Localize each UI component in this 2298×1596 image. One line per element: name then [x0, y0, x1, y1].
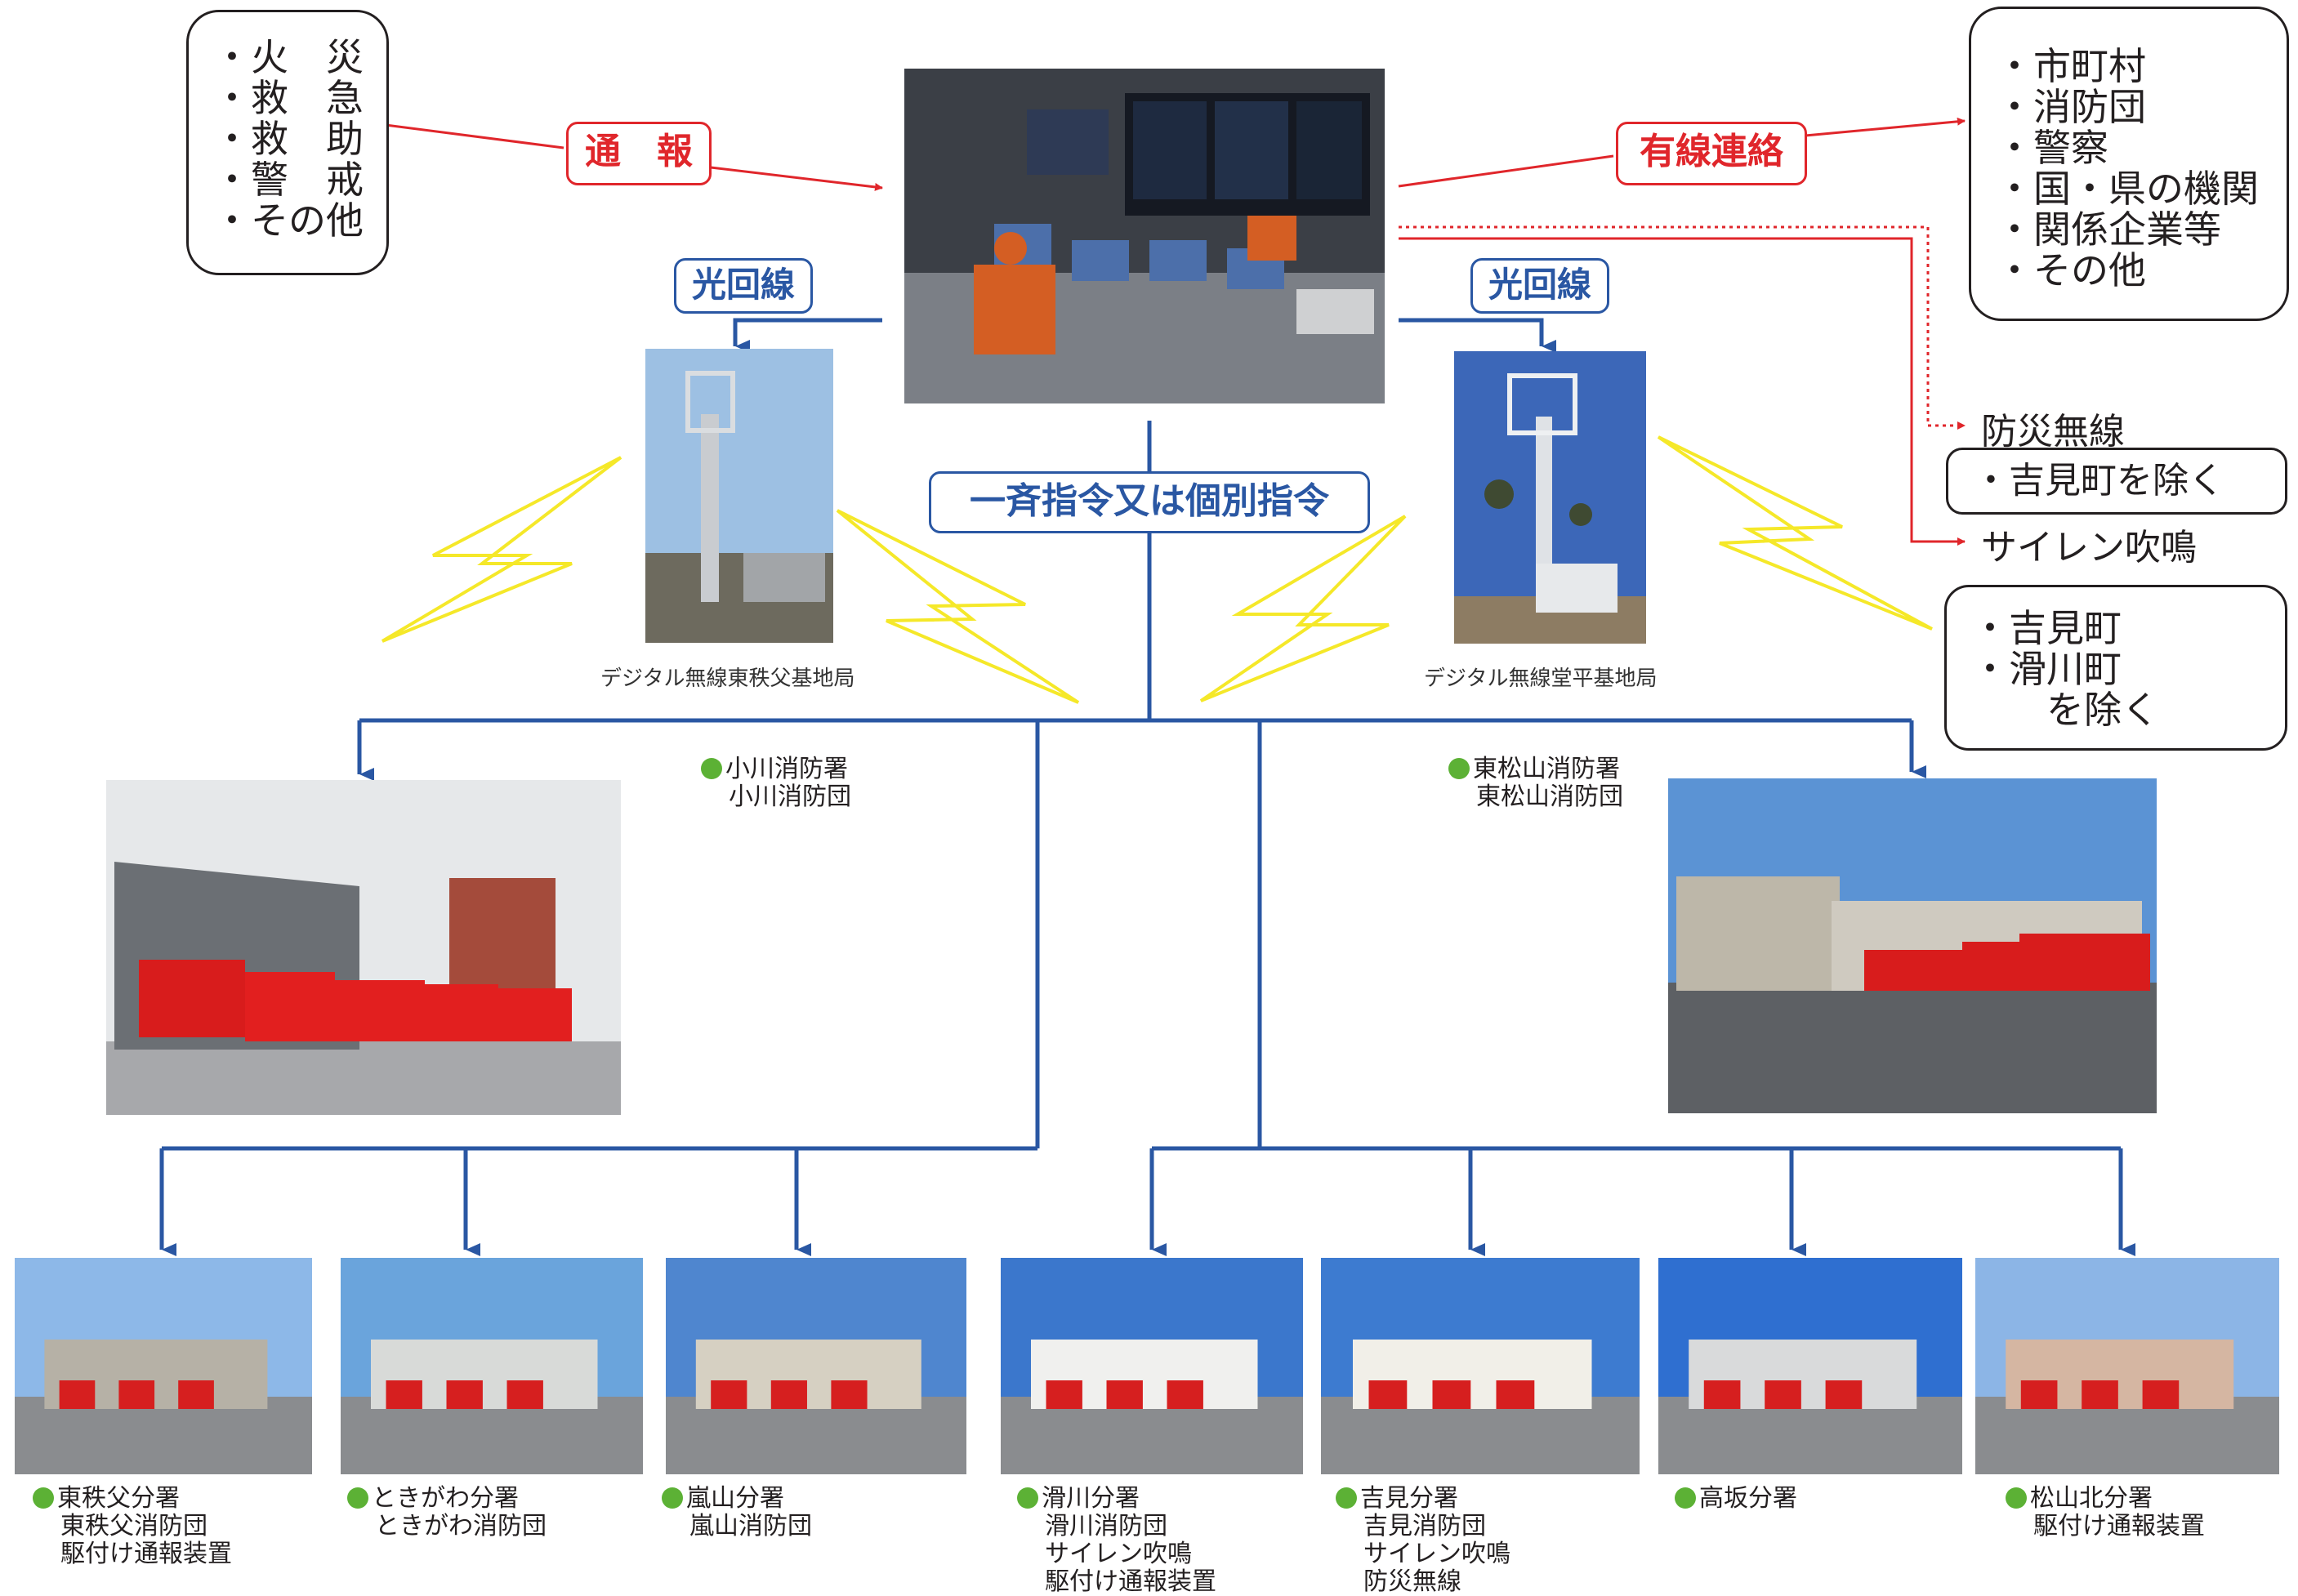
station-name: 東松山消防署	[1473, 755, 1620, 783]
base-station-left-label: デジタル無線東秩父基地局	[600, 666, 855, 691]
fire-station-photo	[15, 1258, 312, 1474]
green-dot-icon	[1675, 1487, 1696, 1509]
lightning-bolt-icon	[1657, 435, 1933, 631]
wired-targets-box: ・市町村 ・消防団 ・警察 ・国・県の機関 ・関係企業等 ・その他	[1969, 7, 2289, 321]
green-dot-icon	[1017, 1487, 1038, 1509]
lightning-bolt-icon	[836, 509, 1080, 704]
fire-station-photo	[1668, 778, 2157, 1113]
wired-arrow	[1398, 117, 1966, 188]
branch-label: 嵐山分署嵐山消防団	[662, 1485, 812, 1540]
branch-detail: 吉見消防団	[1363, 1512, 1486, 1540]
fiber-left-tag: 光回線	[674, 258, 813, 314]
fire-station-photo	[1001, 1258, 1303, 1474]
bousai-note-box: ・吉見町を除く	[1946, 448, 2287, 515]
branch-detail: 防災無線	[1363, 1567, 1461, 1596]
branch-name: 東秩父分署	[57, 1484, 180, 1513]
branch-name: ときがわ分署	[372, 1484, 519, 1513]
green-dot-icon	[347, 1487, 368, 1509]
station-subname: 東松山消防団	[1476, 782, 1623, 811]
wired-target-item: ・警察	[1996, 126, 2108, 170]
green-dot-icon	[662, 1487, 683, 1509]
wired-target-item: ・その他	[1996, 248, 2146, 292]
wired-target-item: ・市町村	[1996, 44, 2146, 88]
branch-detail: 駆付け通報装置	[2033, 1512, 2205, 1540]
branch-label: 滑川分署滑川消防団サイレン吹鳴駆付け通報装置	[1017, 1485, 1216, 1596]
green-dot-icon	[1336, 1487, 1357, 1509]
command-trunk	[159, 421, 2135, 1256]
bousai-note: ・吉見町を除く	[1973, 460, 2224, 502]
branch-detail: 滑川消防団	[1045, 1512, 1167, 1540]
branch-detail: サイレン吹鳴	[1045, 1540, 1192, 1568]
branch-detail: ときがわ消防団	[375, 1512, 547, 1540]
branch-detail: 嵐山消防団	[689, 1512, 812, 1540]
incident-item: ・火 災	[213, 35, 364, 79]
fire-station-photo	[1975, 1258, 2279, 1474]
fiber-right-line	[1399, 318, 1556, 353]
siren-arrow	[1399, 237, 1966, 546]
station-name: 小川消防署	[725, 755, 848, 783]
green-dot-icon	[701, 758, 722, 779]
branch-name: 滑川分署	[1042, 1484, 1140, 1513]
wired-target-item: ・国・県の機関	[1996, 167, 2259, 211]
branch-detail: サイレン吹鳴	[1363, 1540, 1510, 1568]
station-ogawa-label: 小川消防署 小川消防団	[701, 756, 851, 811]
control-room-photo	[904, 69, 1385, 403]
radio-tower-photo	[1454, 351, 1646, 644]
command-tag: 一斉指令又は個別指令	[929, 471, 1370, 533]
green-dot-icon	[2006, 1487, 2027, 1509]
incident-item: ・救 助	[213, 117, 364, 161]
fiber-right-tag: 光回線	[1470, 258, 1609, 314]
bousai-arrow	[1399, 225, 1966, 430]
lightning-bolt-icon	[1199, 515, 1407, 702]
fire-station-photo	[106, 780, 621, 1115]
branch-detail: 東秩父消防団	[60, 1512, 207, 1540]
wired-target-item: ・関係企業等	[1996, 207, 2221, 252]
green-dot-icon	[1448, 758, 1470, 779]
fire-station-photo	[1658, 1258, 1962, 1474]
report-tag: 通 報	[566, 122, 712, 185]
green-dot-icon	[33, 1487, 54, 1509]
branch-label: 東秩父分署東秩父消防団駆付け通報装置	[33, 1485, 232, 1568]
branch-label: 松山北分署駆付け通報装置	[2006, 1485, 2205, 1540]
station-subname: 小川消防団	[729, 782, 851, 811]
wired-target-item: ・消防団	[1996, 85, 2146, 129]
station-higashimatsuyama-label: 東松山消防署 東松山消防団	[1448, 756, 1623, 811]
incident-list-box: ・火 災 ・救 急 ・救 助 ・警 戒 ・その他	[186, 10, 389, 275]
branch-detail: 駆付け通報装置	[1045, 1567, 1216, 1596]
report-arrow	[385, 123, 883, 191]
base-station-right-label: デジタル無線堂平基地局	[1424, 666, 1658, 691]
fiber-left-line	[733, 318, 882, 353]
fire-station-photo	[341, 1258, 643, 1474]
branch-name: 高坂分署	[1699, 1484, 1797, 1513]
siren-title: サイレン吹鳴	[1981, 527, 2197, 568]
incident-item: ・救 急	[213, 76, 364, 120]
bousai-title: 防災無線	[1981, 411, 2125, 452]
branch-name: 松山北分署	[2030, 1484, 2153, 1513]
branch-label: 高坂分署	[1675, 1485, 1797, 1513]
radio-tower-photo	[645, 349, 833, 643]
fire-station-photo	[1321, 1258, 1640, 1474]
lightning-bolt-icon	[381, 456, 622, 643]
incident-item: ・警 戒	[213, 158, 364, 202]
siren-note-line: ・滑川町	[1971, 647, 2122, 691]
wired-tag: 有線連絡	[1616, 122, 1807, 185]
incident-item: ・その他	[213, 198, 364, 243]
fire-station-photo	[666, 1258, 966, 1474]
branch-label: 吉見分署吉見消防団サイレン吹鳴防災無線	[1336, 1485, 1510, 1596]
siren-note-line: を除く	[1971, 688, 2159, 732]
branch-name: 嵐山分署	[686, 1484, 784, 1513]
branch-name: 吉見分署	[1360, 1484, 1458, 1513]
siren-note-line: ・吉見町	[1971, 606, 2122, 650]
branch-label: ときがわ分署ときがわ消防団	[347, 1485, 547, 1540]
siren-note-box: ・吉見町 ・滑川町 を除く	[1944, 585, 2287, 751]
branch-detail: 駆付け通報装置	[60, 1540, 232, 1568]
